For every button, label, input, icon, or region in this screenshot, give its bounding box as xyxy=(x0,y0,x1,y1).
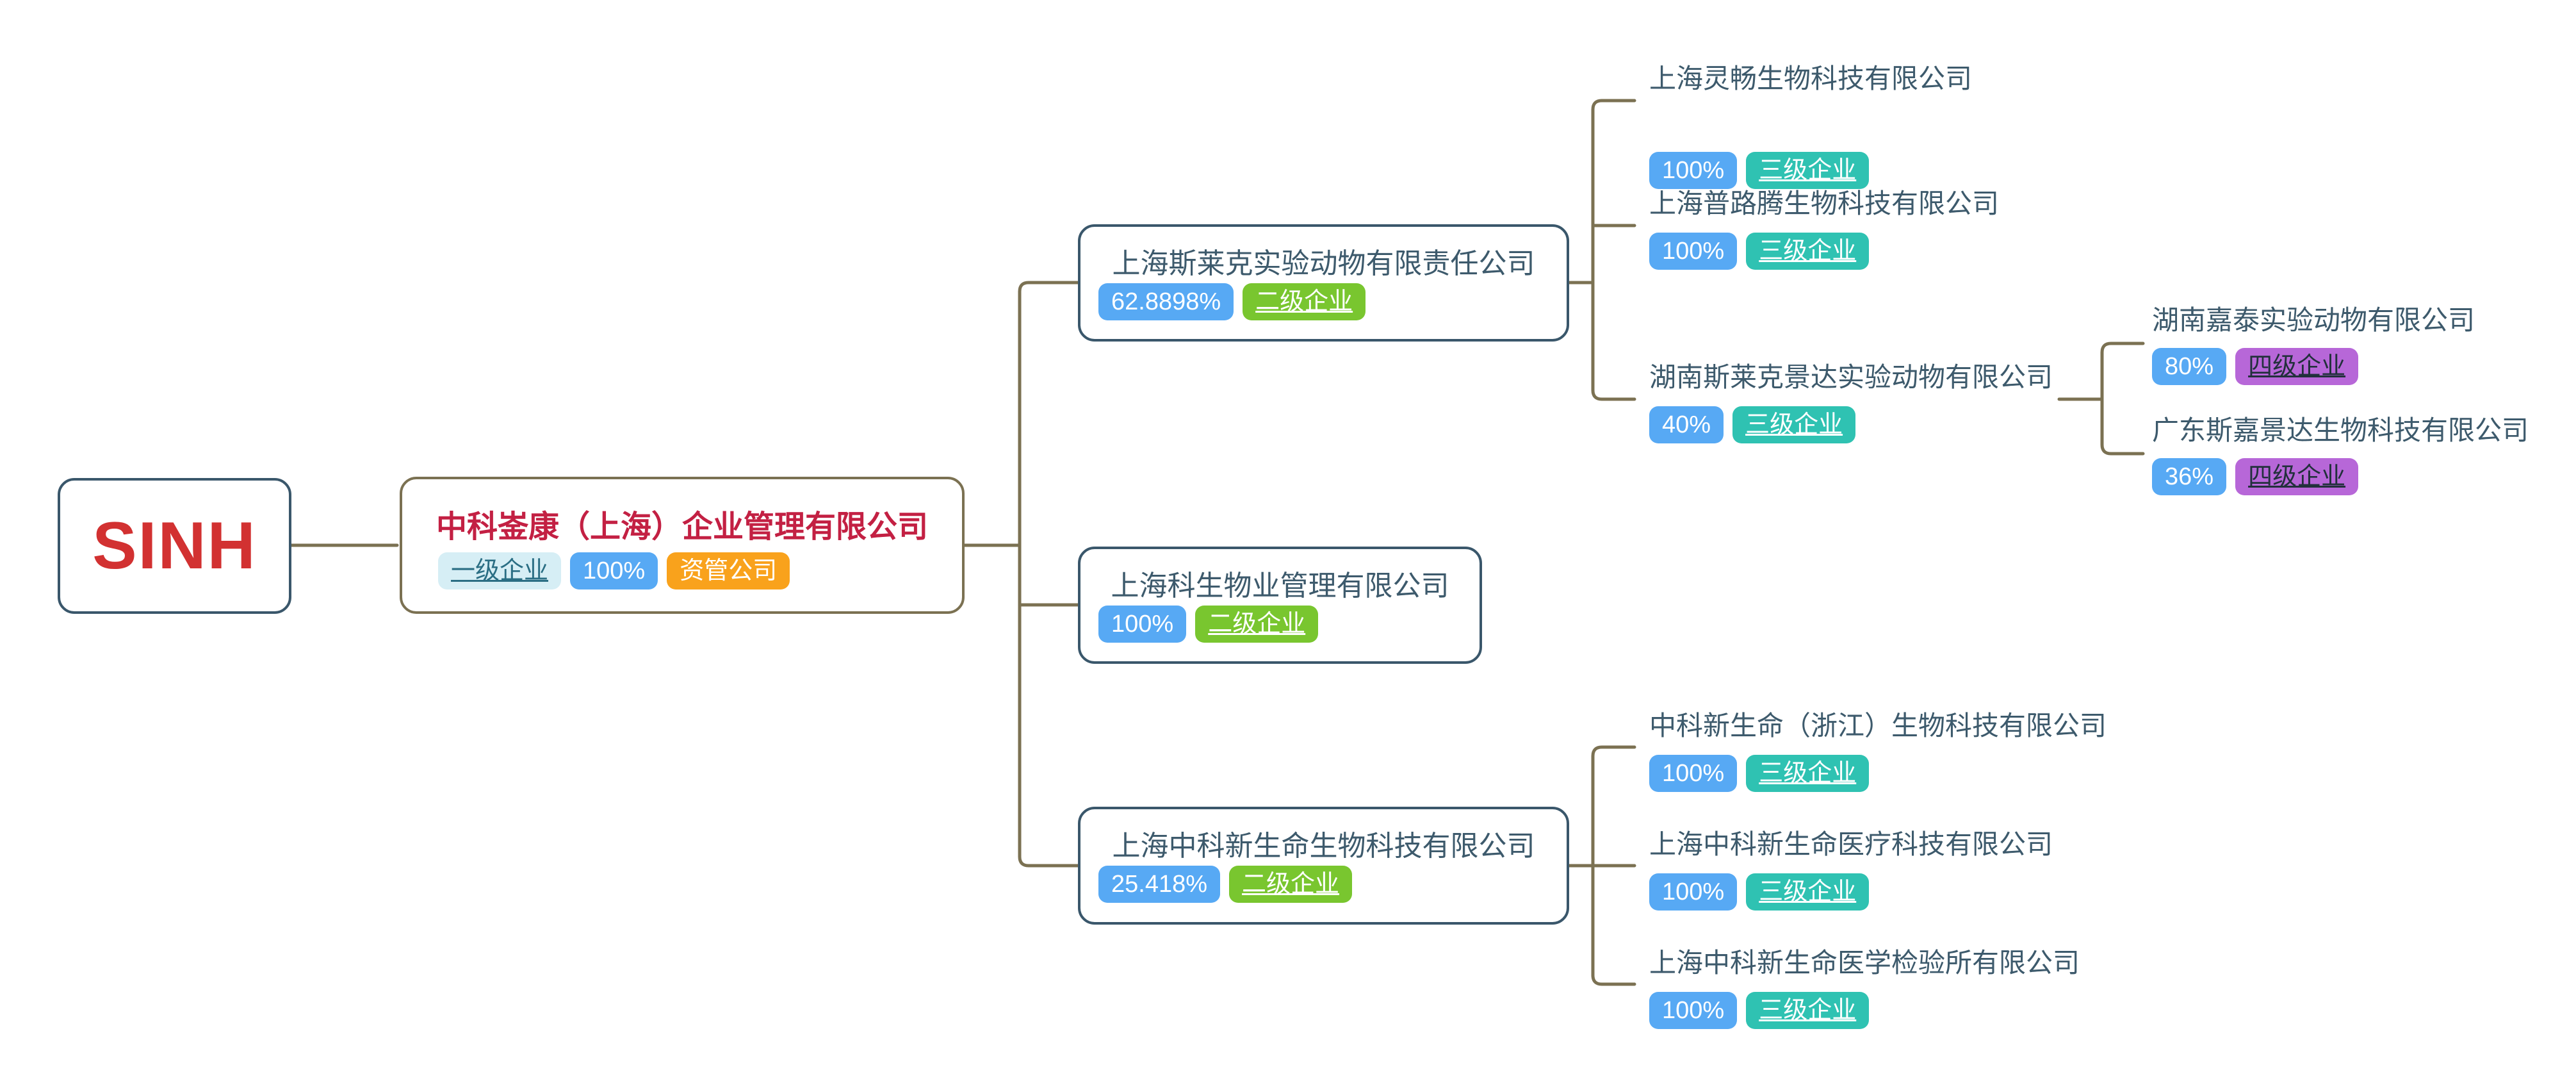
level-badge[interactable]: 三级企业 xyxy=(1746,151,1870,189)
node-l4-guangdong-sijiajingda[interactable]: 广东斯嘉景达生物科技有限公司 36% 四级企业 xyxy=(2152,415,2529,495)
node-tags: 80% 四级企业 xyxy=(2152,347,2475,385)
percent-badge: 100% xyxy=(1649,151,1738,189)
node-tags: 40% 三级企业 xyxy=(1649,406,2053,443)
node-title: 湖南嘉泰实验动物有限公司 xyxy=(2152,305,2475,335)
percent-badge: 80% xyxy=(2152,347,2227,385)
node-title: 中科新生命（浙江）生物科技有限公司 xyxy=(1649,711,2107,741)
level-badge[interactable]: 四级企业 xyxy=(2235,347,2359,385)
node-tags: 100% 三级企业 xyxy=(1649,232,1999,270)
node-l2-zhongke-xinshengming[interactable]: 上海中科新生命生物科技有限公司 25.418% 二级企业 xyxy=(1078,807,1569,925)
root-label: SINH xyxy=(92,509,257,583)
percent-badge: 100% xyxy=(1649,991,1738,1029)
percent-badge: 25.418% xyxy=(1098,866,1221,903)
node-title: 湖南斯莱克景达实验动物有限公司 xyxy=(1649,362,2053,392)
level-badge[interactable]: 二级企业 xyxy=(1229,866,1353,903)
node-title: 上海中科新生命生物科技有限公司 xyxy=(1112,830,1535,862)
level-badge[interactable]: 三级企业 xyxy=(1746,873,1870,911)
level-badge[interactable]: 三级企业 xyxy=(1732,406,1856,443)
connector-trunk-l3a xyxy=(1591,99,1636,401)
percent-badge: 62.8898% xyxy=(1098,283,1234,320)
level1-level-badge[interactable]: 一级企业 xyxy=(438,552,562,589)
node-root-sinh[interactable]: SINH xyxy=(58,478,291,614)
connector-trunk-l4 xyxy=(2100,342,2145,456)
node-title: 上海中科新生命医学检验所有限公司 xyxy=(1649,948,2080,978)
percent-badge: 100% xyxy=(1098,606,1187,643)
percent-badge: 100% xyxy=(1649,754,1738,792)
percent-badge: 36% xyxy=(2152,457,2227,495)
node-level1-company[interactable]: 中科崟康（上海）企业管理有限公司 一级企业 100% 资管公司 xyxy=(400,477,965,614)
node-tags: 25.418% 二级企业 xyxy=(1098,866,1353,903)
level-badge[interactable]: 四级企业 xyxy=(2235,457,2359,495)
node-l2-kesheng[interactable]: 上海科生物业管理有限公司 100% 二级企业 xyxy=(1078,547,1482,664)
percent-badge: 100% xyxy=(1649,232,1738,270)
level1-percent-badge: 100% xyxy=(570,552,658,589)
level-badge[interactable]: 三级企业 xyxy=(1746,232,1870,270)
node-title: 上海科生物业管理有限公司 xyxy=(1111,570,1449,602)
level-badge[interactable]: 三级企业 xyxy=(1746,754,1870,792)
node-title: 上海普路腾生物科技有限公司 xyxy=(1649,188,2000,218)
connector-trunk-level2 xyxy=(1018,281,1080,868)
percent-badge: 40% xyxy=(1649,406,1724,443)
node-title: 上海斯莱克实验动物有限责任公司 xyxy=(1112,248,1535,279)
level-badge[interactable]: 二级企业 xyxy=(1195,606,1319,643)
level1-tags: 一级企业 100% 资管公司 xyxy=(438,552,790,589)
node-tags: 100% 三级企业 xyxy=(1649,151,1972,189)
node-l3-puluteng[interactable]: 上海普路腾生物科技有限公司 100% 三级企业 xyxy=(1649,188,1999,270)
level1-type-badge: 资管公司 xyxy=(667,552,790,589)
node-l2-slaike[interactable]: 上海斯莱克实验动物有限责任公司 62.8898% 二级企业 xyxy=(1078,224,1569,342)
percent-badge: 100% xyxy=(1649,873,1738,911)
node-l3-zhejiang[interactable]: 中科新生命（浙江）生物科技有限公司 100% 三级企业 xyxy=(1649,710,2107,792)
node-tags: 36% 四级企业 xyxy=(2152,457,2529,495)
node-title: 上海灵畅生物科技有限公司 xyxy=(1649,63,1973,94)
node-l4-hunan-jiatai[interactable]: 湖南嘉泰实验动物有限公司 80% 四级企业 xyxy=(2152,304,2475,385)
node-tags: 100% 三级企业 xyxy=(1649,754,2107,792)
node-tags: 62.8898% 二级企业 xyxy=(1098,283,1366,320)
node-l3-yixue-jianyansuo[interactable]: 上海中科新生命医学检验所有限公司 100% 三级企业 xyxy=(1649,947,2080,1029)
level-badge[interactable]: 三级企业 xyxy=(1746,991,1870,1029)
node-tags: 100% 三级企业 xyxy=(1649,991,2080,1029)
connector-trunk-l3c xyxy=(1591,745,1636,986)
level1-title: 中科崟康（上海）企业管理有限公司 xyxy=(436,510,928,544)
node-title: 上海中科新生命医疗科技有限公司 xyxy=(1649,829,2053,859)
node-l3-yiliao[interactable]: 上海中科新生命医疗科技有限公司 100% 三级企业 xyxy=(1649,828,2053,911)
node-tags: 100% 二级企业 xyxy=(1098,606,1319,643)
node-l3-hunan-slaike-jingda[interactable]: 湖南斯莱克景达实验动物有限公司 40% 三级企业 xyxy=(1649,361,2053,443)
node-title: 广东斯嘉景达生物科技有限公司 xyxy=(2152,415,2529,445)
node-l3-lingchang[interactable]: 上海灵畅生物科技有限公司 100% 三级企业 xyxy=(1649,63,1973,189)
level-badge[interactable]: 二级企业 xyxy=(1243,283,1366,320)
node-tags: 100% 三级企业 xyxy=(1649,873,2053,911)
